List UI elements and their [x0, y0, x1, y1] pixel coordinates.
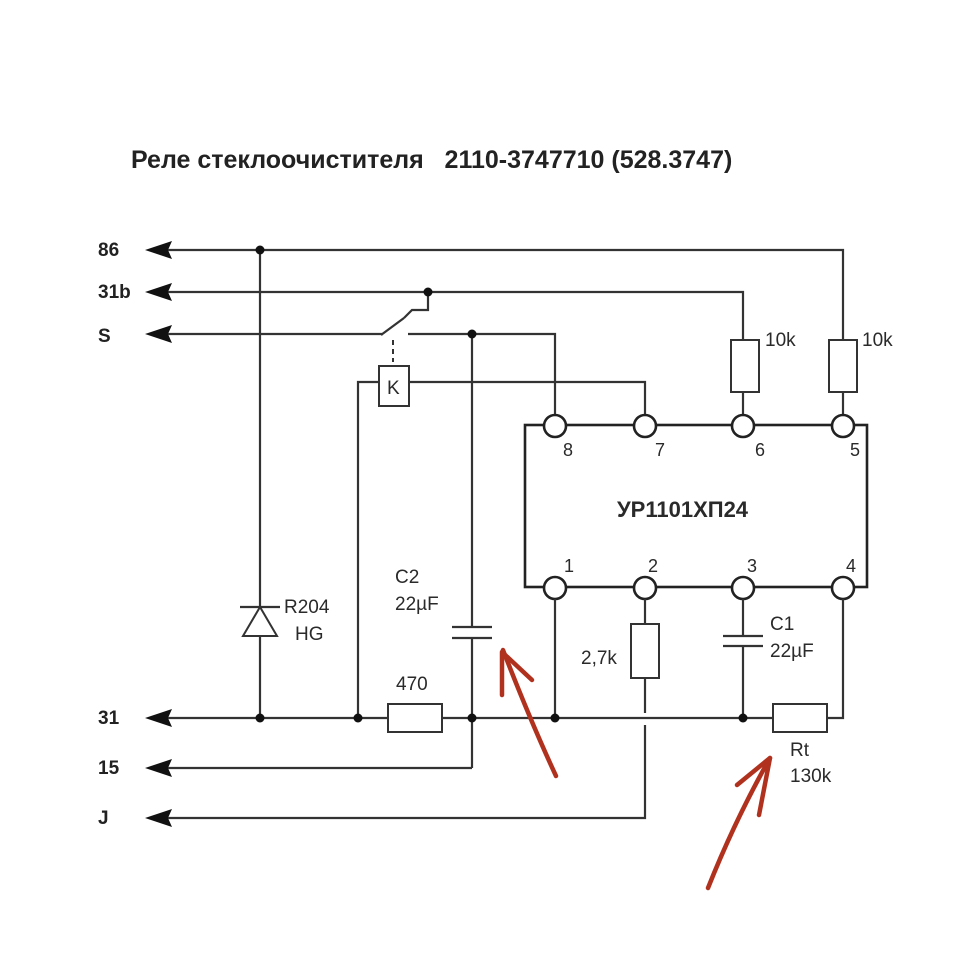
c2-value: 22µF [395, 594, 439, 615]
terminal-15-label: 15 [98, 758, 120, 779]
c2-name: C2 [395, 567, 419, 588]
ic-pin-1 [542, 575, 568, 601]
annotation-arrow-c2-head [499, 649, 535, 698]
junction-s [467, 329, 477, 339]
wire-j [168, 725, 647, 820]
thermistor-rt [772, 703, 828, 733]
wire-31b [168, 290, 745, 340]
terminal-31-arrow [145, 709, 172, 727]
annotation-arrow-rt-head [734, 755, 773, 818]
junction-ground-pin1 [550, 713, 560, 723]
terminal-15-arrow [145, 759, 172, 777]
ic-pin-4-label: 4 [846, 556, 856, 576]
ic-pin-3 [730, 575, 756, 601]
resistor-10k-pin6-label: 10k [765, 330, 796, 351]
wire-switch-to-pin8 [408, 332, 557, 414]
annotation-arrow-rt [705, 755, 773, 891]
wire-relay-to-ground [356, 380, 379, 718]
resistor-10k-pin5 [828, 339, 858, 393]
terminal-31b-arrow [145, 283, 172, 301]
ic-pin-5-label: 5 [850, 440, 860, 460]
wire-86 [168, 248, 845, 340]
ic-pin-7 [632, 413, 658, 439]
junction-ground-c2 [467, 713, 477, 723]
annotation-arrow-rt-shaft [705, 755, 773, 891]
switch-blade [380, 317, 405, 336]
terminal-s-arrow [145, 325, 172, 343]
led-triangle [241, 605, 279, 637]
resistor-2k7 [630, 623, 660, 679]
ic-name: УР1101ХП24 [617, 497, 749, 522]
terminal-31-label: 31 [98, 708, 120, 729]
ic-pin-8-label: 8 [563, 440, 573, 460]
resistor-470 [387, 703, 443, 733]
annotation-arrow-c2-shaft [500, 647, 559, 779]
ic-body [523, 423, 869, 589]
junction-86 [255, 245, 265, 255]
ic-pin-5 [830, 413, 856, 439]
ic-pin-7-label: 7 [655, 440, 665, 460]
led-name: R204 [284, 597, 330, 618]
ic-pin-1-label: 1 [564, 556, 574, 576]
terminal-j-arrow [145, 809, 172, 827]
relay-label: K [387, 378, 400, 399]
relay-coil [378, 365, 410, 407]
wire-relay-to-pin7 [409, 380, 647, 414]
switch-common-lead [403, 292, 430, 319]
junction-31b [423, 287, 433, 297]
ic-pin-6 [730, 413, 756, 439]
terminal-j-label: J [98, 808, 109, 829]
c1-value: 22µF [770, 641, 814, 662]
ic-pin-2-label: 2 [648, 556, 658, 576]
terminal-86-arrow [145, 241, 172, 259]
terminal-31b-label: 31b [98, 282, 131, 303]
annotation-arrow-c2 [499, 647, 559, 779]
ic-pin-3-label: 3 [747, 556, 757, 576]
rt-value: 130k [790, 766, 832, 787]
terminal-86-label: 86 [98, 240, 119, 261]
junction-ground-c1 [738, 713, 748, 723]
junction-ground-relay [353, 713, 363, 723]
ic-pin-6-label: 6 [755, 440, 765, 460]
resistor-10k-pin5-label: 10k [862, 330, 893, 351]
diagram-title: Реле стеклоочистителя 2110-3747710 (528.… [131, 146, 732, 174]
junction-ground-led [255, 713, 265, 723]
c1-name: C1 [770, 614, 794, 635]
ic-pin-8 [542, 413, 568, 439]
ic-pin-2 [632, 575, 658, 601]
resistor-2k7-label: 2,7k [581, 648, 617, 669]
terminal-s-label: S [98, 326, 111, 347]
rt-name: Rt [790, 740, 810, 761]
resistor-470-label: 470 [396, 674, 428, 695]
ic-pin-4 [830, 575, 856, 601]
resistor-10k-pin6 [730, 339, 760, 393]
led-color: HG [295, 624, 324, 645]
wire-pin4-rt [827, 599, 845, 720]
